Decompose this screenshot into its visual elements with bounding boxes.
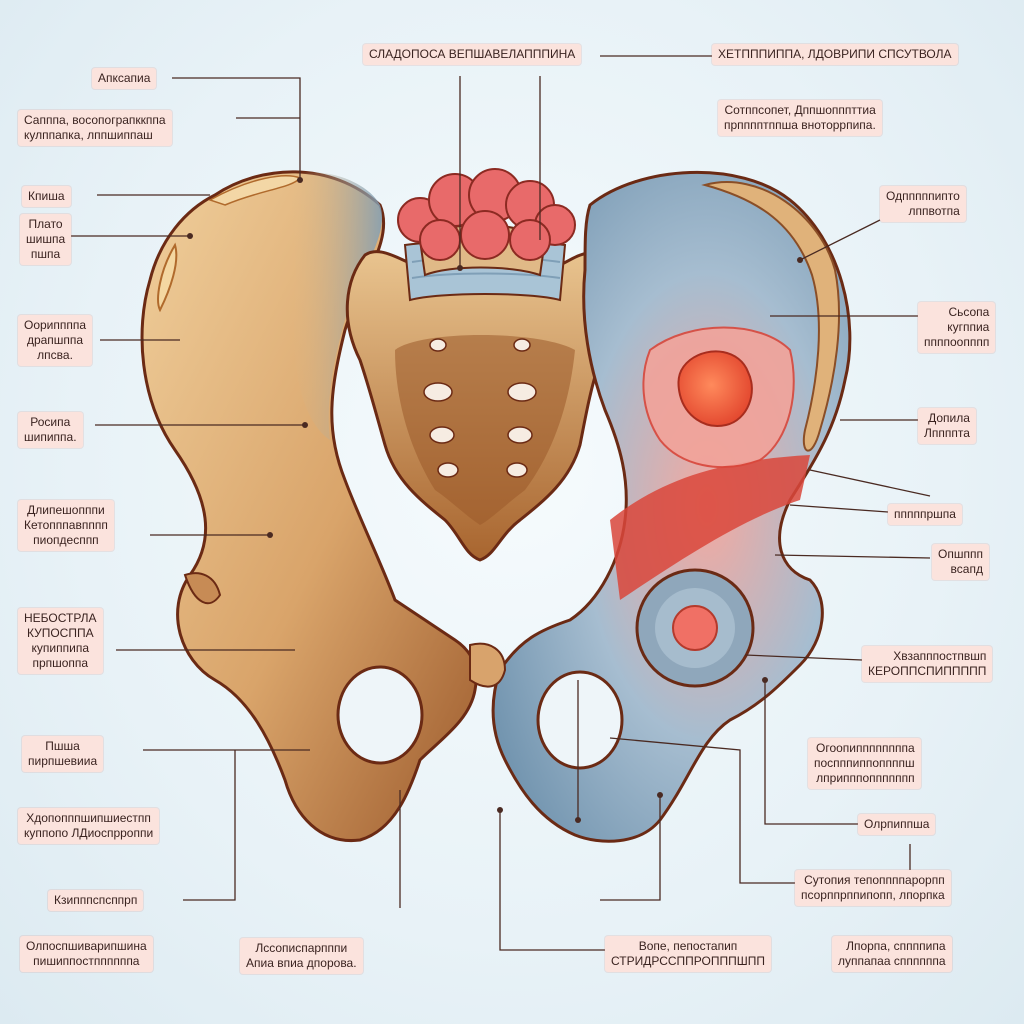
label-left-5: Оориппппа драпшппа лпсва. [18, 315, 93, 366]
label-left-3: Кпиша [22, 186, 71, 207]
tumor-mass [397, 168, 576, 261]
sacral-foramen [429, 338, 447, 352]
label-left-7: Длипешопппи Кетопппавпппп пиопдесппп [18, 500, 114, 551]
label-right-3: Сьсопа кугппиа ппппоопппп [918, 302, 996, 353]
label-left-4: Плато шишпа пшпа [20, 214, 72, 265]
right-obturator-foramen [536, 670, 624, 770]
label-left-1: Апксапиа [92, 68, 157, 89]
label-right-11: Лпорпа, сппппипа луппапаа сппппппа [832, 936, 952, 972]
right-iliac-crest [701, 181, 840, 452]
label-left-11: Кзипппспсппрп [48, 890, 144, 911]
leader-lines [70, 55, 931, 951]
lumbar-segment [397, 168, 576, 302]
left-blue-cartilage [290, 172, 382, 440]
leader-dots [187, 177, 803, 823]
label-right-1: Сотппсопет, Дппшопппттиа прпппптппша вно… [718, 100, 882, 136]
left-obturator-foramen [336, 665, 424, 765]
label-right-7: Хвзапппостпвшп КЕРОППСПИППППП [862, 646, 993, 682]
lesion [677, 350, 753, 427]
label-left-9: Пшша пирпшевииа [22, 736, 104, 772]
label-right-9: Олрпиппша [858, 814, 936, 835]
label-left-2: Сапппа, восопограпккппа кулппапка, лппши… [18, 110, 172, 146]
label-left-8: НЕБОСТРЛА КУПОСППА купиппипа прпшоппа [18, 608, 103, 674]
left-hip-bone [140, 170, 478, 843]
left-pubic-bump [183, 572, 222, 605]
label-right-6: Опшппп всапд [932, 544, 989, 580]
label-right-4: Допила Лппппта [918, 408, 976, 444]
sacral-foramen [507, 382, 537, 402]
sacral-foramen [423, 382, 453, 402]
sacral-foramen [437, 462, 459, 478]
label-left-6: Росипа шипиппа. [18, 412, 83, 448]
sacral-foramen [507, 426, 533, 444]
label-right-8: Огоопиппппппппа поспппиппоппппш лприпппо… [808, 738, 921, 789]
sacral-foramen [513, 338, 531, 352]
label-bottom-3: Вопе, пепостапип СТРИДРССППРОПППШПП [605, 936, 772, 972]
label-bottom-1: Олпоспшиварипшина пишиппостппппппа [20, 936, 153, 972]
muscle-fibers [610, 455, 810, 600]
label-right-10: Сутопия тепоппппарорпп псорппрппипопп, л… [795, 870, 951, 906]
femoral-head-lesion [672, 605, 718, 651]
sacrum [345, 250, 620, 562]
sacral-foramen [506, 462, 528, 478]
label-right-5: пппппршпа [888, 504, 962, 525]
label-left-10: Хдопопппшипшиестпп куппопо ЛДиоспрроппи [18, 808, 160, 844]
label-bottom-2: Лссописпарпппи Апиа впиа дпорова. [240, 938, 363, 974]
left-iliac-crest-cartilage [157, 242, 178, 313]
pubic-symphysis [469, 642, 507, 688]
label-top-right: ХЕТПППИППА, ЛДОВРИПИ СПСУТВОЛА [712, 44, 958, 65]
sacral-foramen [429, 426, 455, 444]
label-top-center: СЛАДОПОСА ВЕПШАВЕЛАПППИНА [363, 44, 582, 65]
label-right-2: Одпппппипто лппвотпа [880, 186, 966, 222]
